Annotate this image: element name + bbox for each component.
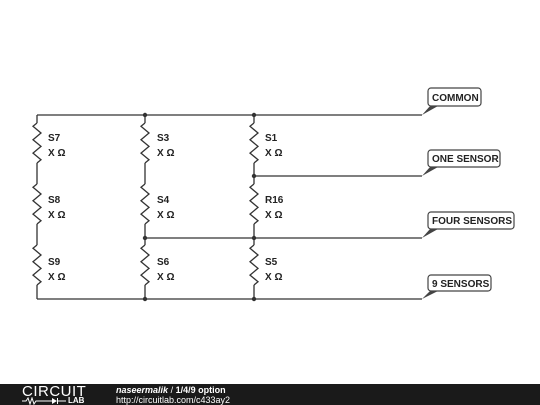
net-label-common[interactable]: COMMON (422, 87, 482, 115)
label-s8-name: S8 (48, 195, 61, 206)
net-label-four-sensors[interactable]: FOUR SENSORS (422, 211, 515, 238)
label-s4-value: X Ω (157, 210, 174, 221)
label-s1-value: X Ω (265, 148, 282, 159)
junction-dot (251, 296, 257, 302)
resistor-s5[interactable] (248, 244, 260, 286)
circuitlab-logo[interactable]: CIRCUIT LAB (22, 383, 102, 405)
resistor-s3[interactable] (139, 122, 151, 164)
label-s8-value: X Ω (48, 210, 65, 221)
footer-bar: CIRCUIT LAB naseermalik / 1/4/9 option h… (0, 383, 540, 405)
label-s3-value: X Ω (157, 148, 174, 159)
net-label-one-sensor[interactable]: ONE SENSOR (422, 149, 501, 176)
circuit-schematic: S7 X Ω S8 X Ω S9 X Ω S3 X Ω S4 X Ω S6 X … (31, 87, 515, 302)
circuit-title: 1/4/9 option (175, 385, 226, 395)
label-s1-name: S1 (265, 133, 278, 144)
label-s3-name: S3 (157, 133, 170, 144)
circuit-url[interactable]: http://circuitlab.com/c433ay2 (116, 395, 231, 405)
label-s7-value: X Ω (48, 148, 65, 159)
net-label-common-text: COMMON (432, 93, 479, 104)
author-link[interactable]: naseermalik (116, 385, 169, 395)
logo-lab-text: LAB (68, 396, 85, 405)
net-label-four-sensors-text: FOUR SENSORS (432, 216, 512, 227)
diode-icon (22, 397, 66, 405)
label-s5-name: S5 (265, 257, 278, 268)
label-s9-value: X Ω (48, 272, 65, 283)
label-s4-name: S4 (157, 195, 170, 206)
label-s6-name: S6 (157, 257, 170, 268)
resistor-s1[interactable] (248, 122, 260, 164)
junction-dot (251, 173, 257, 179)
label-r16-name: R16 (265, 195, 284, 206)
resistor-s9[interactable] (31, 244, 43, 286)
resistor-s4[interactable] (139, 183, 151, 225)
resistor-r16[interactable] (248, 183, 260, 225)
resistor-s7[interactable] (31, 122, 43, 164)
junction-dot (142, 112, 148, 118)
logo-circuit-text: CIRCUIT (22, 383, 87, 400)
junction-dot (142, 296, 148, 302)
label-s5-value: X Ω (265, 272, 282, 283)
junction-dot (251, 112, 257, 118)
net-label-nine-sensors[interactable]: 9 SENSORS (422, 274, 492, 299)
resistor-s8[interactable] (31, 183, 43, 225)
label-s9-name: S9 (48, 257, 61, 268)
label-r16-value: X Ω (265, 210, 282, 221)
circuit-meta: naseermalik / 1/4/9 option http://circui… (116, 385, 230, 405)
label-s6-value: X Ω (157, 272, 174, 283)
resistor-s6[interactable] (139, 244, 151, 286)
label-s7-name: S7 (48, 133, 61, 144)
meta-separator: / (170, 385, 174, 395)
net-label-nine-sensors-text: 9 SENSORS (432, 279, 490, 290)
net-label-one-sensor-text: ONE SENSOR (432, 154, 499, 165)
junction-dot (251, 235, 257, 241)
junction-dot (142, 235, 148, 241)
